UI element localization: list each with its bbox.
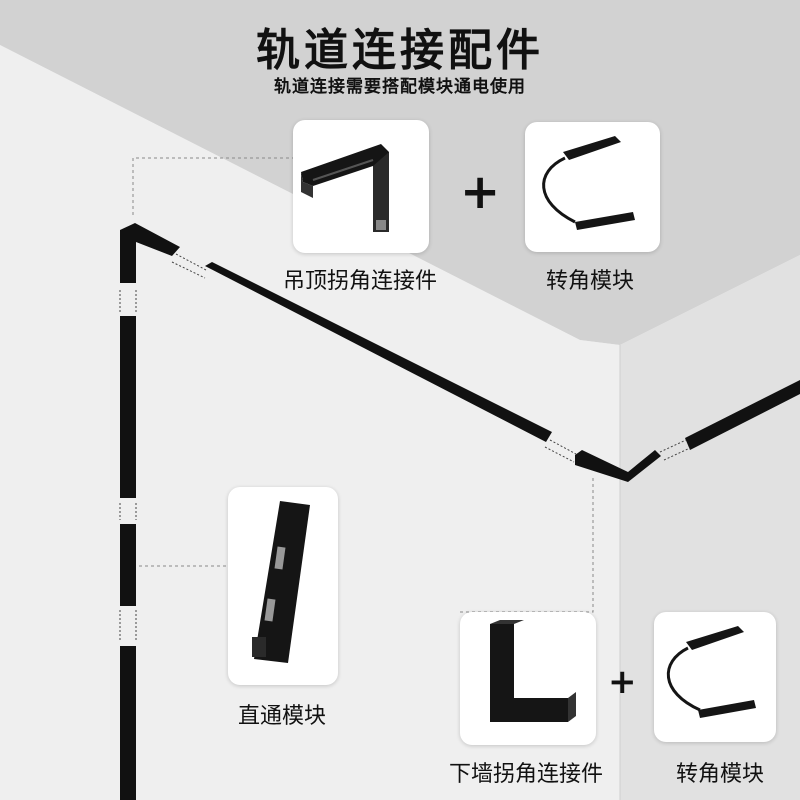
plus-sign-top: + xyxy=(460,164,501,220)
ceiling-corner-card xyxy=(293,120,429,253)
page-title: 轨道连接配件 xyxy=(256,25,544,76)
corner-module-icon xyxy=(666,626,756,718)
plus-sign-bottom: + xyxy=(608,662,637,702)
wall-corner-label: 下墙拐角连接件 xyxy=(449,762,604,787)
l-connector-icon xyxy=(301,144,389,232)
corner-module-icon xyxy=(542,136,635,230)
corner-module-top-label: 转角模块 xyxy=(546,269,635,294)
page-subtitle: 轨道连接需要搭配模块通电使用 xyxy=(274,77,526,97)
ceiling-corner-label: 吊顶拐角连接件 xyxy=(283,269,438,294)
corner-module-bottom-label: 转角模块 xyxy=(676,762,765,787)
corner-module-top-card xyxy=(525,122,660,252)
vertical-rail xyxy=(120,316,136,800)
wall-corner-card xyxy=(460,612,596,745)
straight-module-card xyxy=(228,487,338,685)
straight-module-icon xyxy=(252,501,310,663)
straight-module-label: 直通模块 xyxy=(238,704,327,729)
ceiling-rail xyxy=(120,223,800,482)
corner-module-bottom-card xyxy=(654,612,776,742)
wall-connector-icon xyxy=(490,620,576,722)
